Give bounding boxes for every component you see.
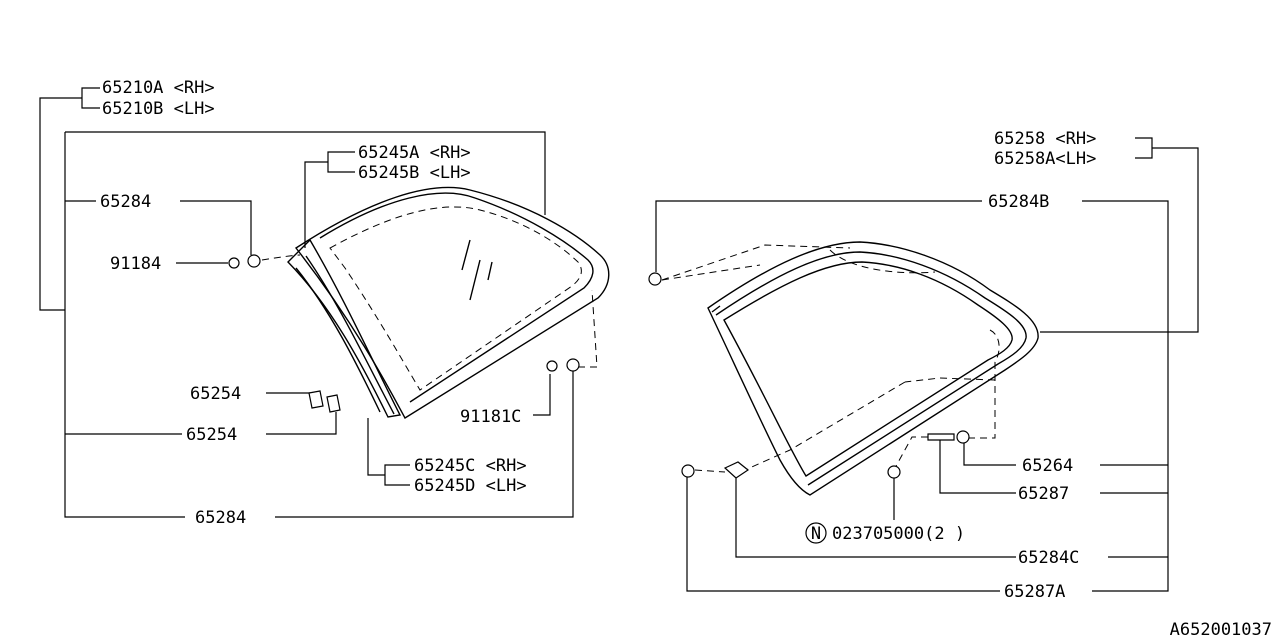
left-quarter-glass xyxy=(294,186,610,419)
left-dashed-lines xyxy=(261,254,598,368)
label-65284b: 65284B xyxy=(988,192,1049,212)
label-65264: 65264 xyxy=(1022,456,1073,476)
clip-65287a-icon xyxy=(681,464,695,478)
label-65245a: 65245A <RH> xyxy=(358,143,471,163)
label-65245c: 65245C <RH> xyxy=(414,456,527,476)
nut-023705000-icon xyxy=(887,465,901,479)
label-n-symbol: N xyxy=(811,524,821,544)
clip-65284-lower-icon xyxy=(566,358,580,372)
clip-65254-upper-icon xyxy=(308,390,324,409)
right-fasteners xyxy=(648,272,970,479)
label-91184: 91184 xyxy=(110,254,161,274)
label-65258a: 65258A<LH> xyxy=(994,149,1096,169)
clip-65254-lower-icon xyxy=(326,394,341,413)
left-labels: 65210A <RH> 65210B <LH> 65245A <RH> 6524… xyxy=(100,78,527,528)
label-65258: 65258 <RH> xyxy=(994,129,1096,149)
washer-65264-icon xyxy=(956,430,970,444)
clip-65284c-icon xyxy=(723,461,750,479)
right-leader-lines xyxy=(655,137,1199,592)
clip-91181c-icon xyxy=(546,360,558,372)
label-023705000: 023705000(2 ) xyxy=(832,524,965,544)
label-65210a: 65210A <RH> xyxy=(102,78,215,98)
right-labels: 65258 <RH> 65258A<LH> 65284B 65264 65287… xyxy=(805,129,1096,602)
clip-91184-icon xyxy=(228,257,240,269)
label-65245b: 65245B <LH> xyxy=(358,163,471,183)
left-fasteners xyxy=(228,254,580,413)
label-65287a: 65287A xyxy=(1004,582,1065,602)
label-65210b: 65210B <LH> xyxy=(102,99,215,119)
label-65254-upper: 65254 xyxy=(190,384,241,404)
diagram-id: A652001037 xyxy=(1170,620,1272,640)
label-65284c: 65284C xyxy=(1018,548,1079,568)
label-65254-lower: 65254 xyxy=(186,425,237,445)
right-dashed-lines xyxy=(661,244,1000,473)
left-leader-lines xyxy=(39,87,574,518)
right-quarter-glass xyxy=(707,241,1039,496)
label-91181c: 91181C xyxy=(460,407,521,427)
label-65245d: 65245D <LH> xyxy=(414,476,527,496)
clip-65284b-icon xyxy=(648,272,662,286)
stud-65287-icon xyxy=(927,433,955,441)
clip-65284-icon xyxy=(247,254,261,268)
left-molding-strip xyxy=(287,238,402,418)
n-circle-icon xyxy=(805,522,827,544)
label-65287: 65287 xyxy=(1018,484,1069,504)
label-65284-top: 65284 xyxy=(100,192,151,212)
label-65284-bottom: 65284 xyxy=(195,508,246,528)
